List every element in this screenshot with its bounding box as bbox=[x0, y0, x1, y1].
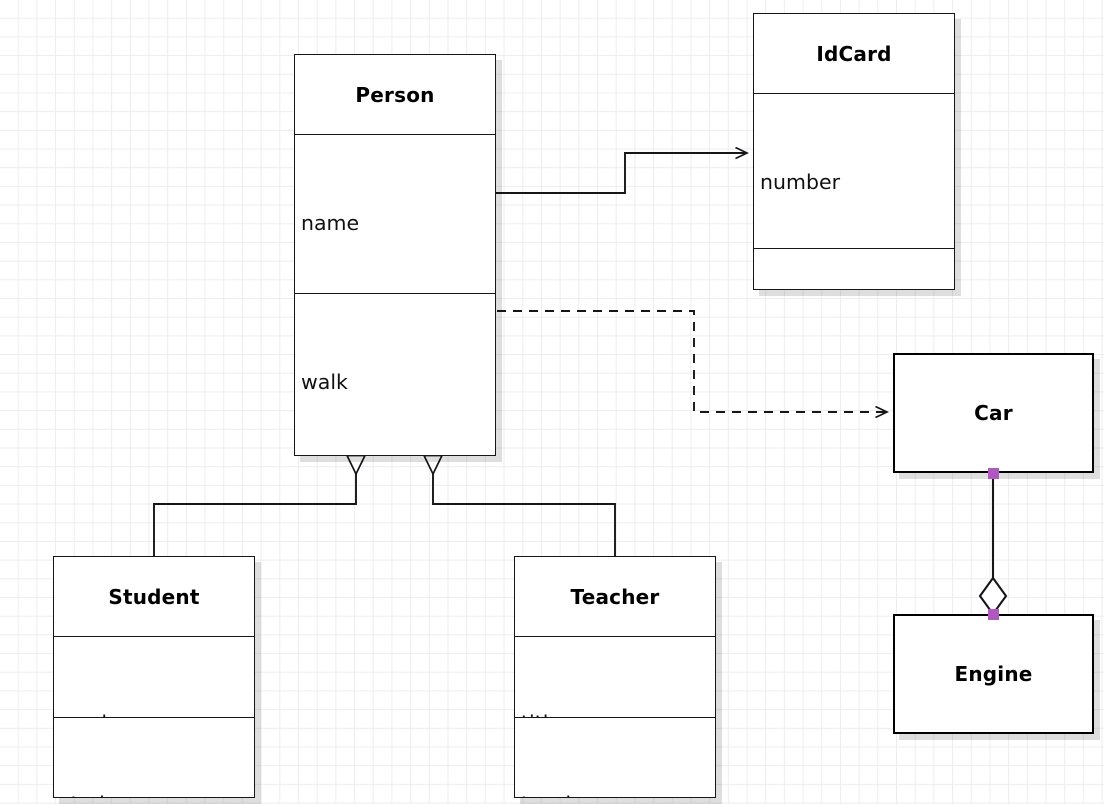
methods-idcard bbox=[754, 248, 954, 289]
attribute-item: grade bbox=[60, 708, 254, 717]
edge-student-person[interactable] bbox=[153, 474, 356, 558]
class-title-idcard: IdCard bbox=[816, 41, 892, 66]
class-box-teacher[interactable]: Teacher title teach bbox=[514, 556, 716, 798]
class-box-engine[interactable]: Engine bbox=[893, 614, 1094, 734]
class-box-student[interactable]: Student grade study bbox=[53, 556, 255, 798]
methods-person: walk eat sleep drive bbox=[295, 293, 495, 456]
attribute-item: name bbox=[301, 211, 360, 235]
edge-car-engine[interactable] bbox=[978, 475, 1008, 616]
class-box-car[interactable]: Car bbox=[893, 353, 1094, 473]
methods-student: study bbox=[54, 717, 254, 797]
attribute-item: number bbox=[760, 170, 841, 194]
attribute-item: title bbox=[521, 708, 715, 717]
attributes-student: grade bbox=[54, 636, 254, 717]
connection-handle-engine-top[interactable] bbox=[988, 609, 999, 620]
attributes-person: name gender birth bbox=[295, 134, 495, 293]
method-item: teach bbox=[521, 789, 715, 797]
class-title-car: Car bbox=[974, 401, 1013, 425]
attributes-teacher: title bbox=[515, 636, 715, 717]
class-title-student: Student bbox=[108, 584, 200, 609]
class-title-person: Person bbox=[355, 82, 435, 107]
method-item: study bbox=[60, 789, 254, 797]
edge-person-idcard[interactable] bbox=[496, 153, 747, 194]
attributes-idcard: number expire police_station bbox=[754, 93, 954, 248]
edge-person-car[interactable] bbox=[497, 310, 887, 412]
method-item: walk bbox=[301, 370, 348, 394]
methods-teacher: teach bbox=[515, 717, 715, 797]
class-box-person[interactable]: Person name gender birth walk eat sleep … bbox=[294, 54, 496, 456]
class-title-engine: Engine bbox=[954, 662, 1033, 686]
edge-teacher-person[interactable] bbox=[433, 474, 616, 558]
connection-handle-car-bottom[interactable] bbox=[988, 468, 999, 479]
class-box-idcard[interactable]: IdCard number expire police_station bbox=[753, 13, 955, 290]
class-title-teacher: Teacher bbox=[570, 584, 660, 609]
